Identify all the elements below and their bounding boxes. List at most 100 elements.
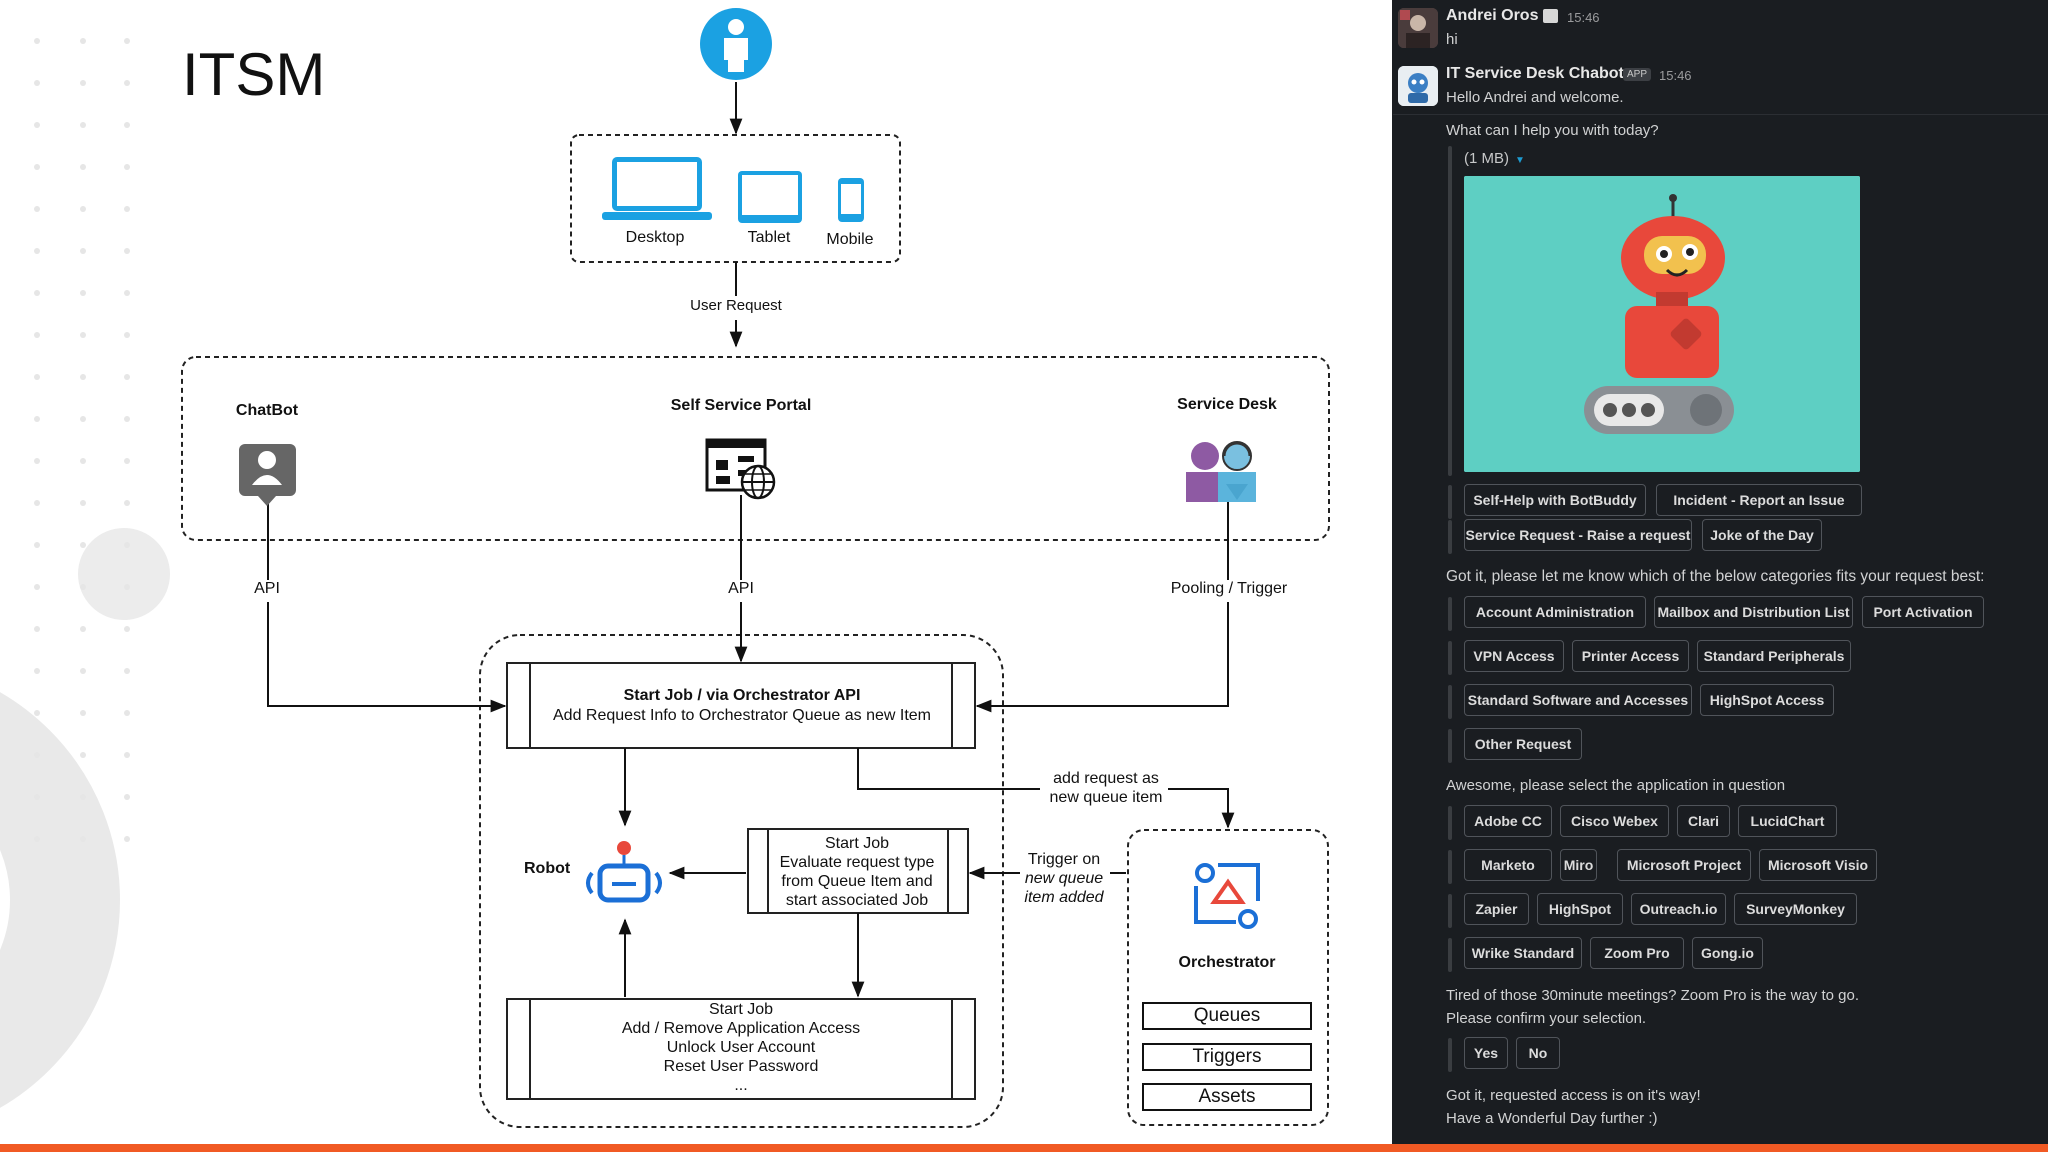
arrow-desk-to-api-box	[975, 602, 1229, 713]
trigger-label: Trigger on new queue item added	[1024, 850, 1103, 907]
menu-button[interactable]: Service Request - Raise a request	[1464, 519, 1692, 551]
category-button[interactable]: Other Request	[1464, 728, 1582, 760]
decorative-dot	[34, 500, 40, 506]
access-job-line2: Unlock User Account	[666, 1039, 816, 1056]
menu-button[interactable]: Incident - Report an Issue	[1656, 484, 1862, 516]
decorative-dot	[80, 206, 86, 212]
app-button[interactable]: Zapier	[1464, 893, 1529, 925]
automation-group	[479, 634, 1004, 1128]
decorative-dot	[34, 38, 40, 44]
app-button[interactable]: Clari	[1677, 805, 1730, 837]
app-badge: APP	[1623, 68, 1652, 81]
category-button[interactable]: Standard Software and Accesses	[1464, 684, 1692, 716]
access-job-text: Start Job Add / Remove Application Acces…	[622, 1000, 860, 1095]
chip-row-quote-bar	[1448, 729, 1452, 763]
app-button[interactable]: LucidChart	[1738, 805, 1837, 837]
page-title: ITSM	[182, 41, 326, 108]
user-request-label: User Request	[687, 297, 785, 314]
chip-row-quote-bar	[1448, 894, 1452, 928]
orchestrator-label: Orchestrator	[1178, 954, 1276, 971]
collapse-caret-icon[interactable]: ▼	[1515, 155, 1525, 166]
decorative-dot	[80, 500, 86, 506]
confirm-text-line2: Please confirm your selection.	[1446, 1010, 1647, 1027]
category-button[interactable]: VPN Access	[1464, 640, 1564, 672]
decorative-dot	[80, 164, 86, 170]
queues-box: Queues	[1142, 1002, 1312, 1030]
chip-row-quote-bar	[1448, 806, 1452, 840]
itsm-diagram: ITSM	[0, 8, 1330, 1140]
decorative-dot	[34, 164, 40, 170]
decorative-dot	[80, 416, 86, 422]
final-text-line1: Got it, requested access is on it's way!	[1446, 1087, 1701, 1104]
menu-button[interactable]: Joke of the Day	[1702, 519, 1822, 551]
bot-avatar[interactable]	[1398, 66, 1438, 106]
app-button[interactable]: Outreach.io	[1631, 893, 1726, 925]
app-button[interactable]: Microsoft Visio	[1759, 849, 1877, 881]
triggers-box: Triggers	[1142, 1043, 1312, 1071]
trigger-line1: Trigger on	[1027, 851, 1101, 868]
category-button[interactable]: Printer Access	[1572, 640, 1689, 672]
decorative-dot	[34, 584, 40, 590]
yes-button[interactable]: Yes	[1464, 1037, 1508, 1069]
message-author[interactable]: IT Service Desk Chabot	[1446, 65, 1624, 82]
chatbot-label: ChatBot	[235, 402, 299, 419]
connector-api-box-to-queue-label	[857, 748, 1040, 790]
app-button[interactable]: Wrike Standard	[1464, 937, 1582, 969]
evaluate-job-line3: start associated Job	[785, 892, 929, 909]
decorative-dot	[124, 458, 130, 464]
access-job-line3: Reset User Password	[663, 1058, 819, 1075]
decorative-dot	[80, 752, 86, 758]
mobile-label: Mobile	[826, 231, 874, 248]
category-button[interactable]: HighSpot Access	[1700, 684, 1834, 716]
decorative-dot	[80, 374, 86, 380]
arrow-chatbot-to-api-box	[267, 602, 507, 713]
decorative-dot	[124, 290, 130, 296]
decorative-dot	[124, 122, 130, 128]
decorative-dot	[124, 374, 130, 380]
message-time[interactable]: 15:46	[1567, 10, 1600, 25]
decorative-dot	[34, 290, 40, 296]
avatar[interactable]	[1398, 8, 1438, 48]
app-button[interactable]: Microsoft Project	[1617, 849, 1751, 881]
chip-row-quote-bar	[1448, 485, 1452, 519]
category-button[interactable]: Account Administration	[1464, 596, 1646, 628]
app-button[interactable]: Adobe CC	[1464, 805, 1552, 837]
app-button[interactable]: HighSpot	[1537, 893, 1623, 925]
tablet-label: Tablet	[747, 229, 791, 246]
decorative-dot	[124, 206, 130, 212]
decorative-dot	[124, 668, 130, 674]
decorative-dot	[124, 794, 130, 800]
category-button[interactable]: Standard Peripherals	[1697, 640, 1851, 672]
decorative-dot	[80, 122, 86, 128]
api-mid-label: API	[728, 580, 754, 597]
categories-prompt: Got it, please let me know which of the …	[1446, 568, 1985, 585]
decorative-dot	[34, 626, 40, 632]
message-time[interactable]: 15:46	[1659, 68, 1692, 83]
decorative-dot	[124, 542, 130, 548]
decorative-dot	[124, 416, 130, 422]
app-button[interactable]: Cisco Webex	[1560, 805, 1669, 837]
app-button[interactable]: SurveyMonkey	[1734, 893, 1857, 925]
evaluate-job-line2: from Queue Item and	[781, 873, 933, 890]
decorative-dot	[34, 836, 40, 842]
robot-image[interactable]	[1464, 176, 1860, 472]
app-button[interactable]: Marketo	[1464, 849, 1552, 881]
app-button[interactable]: Zoom Pro	[1590, 937, 1684, 969]
message-author[interactable]: Andrei Oros	[1446, 7, 1539, 24]
decorative-dot	[80, 668, 86, 674]
user-icon	[700, 8, 772, 80]
status-emoji-icon	[1543, 9, 1558, 23]
no-button[interactable]: No	[1516, 1037, 1560, 1069]
access-job-title: Start Job	[708, 1001, 774, 1018]
app-button[interactable]: Miro	[1560, 849, 1597, 881]
category-button[interactable]: Mailbox and Distribution List	[1654, 596, 1853, 628]
decorative-dot	[80, 38, 86, 44]
category-button[interactable]: Port Activation	[1862, 596, 1984, 628]
menu-button[interactable]: Self-Help with BotBuddy	[1464, 484, 1646, 516]
assets-box: Assets	[1142, 1083, 1312, 1111]
decorative-dot	[80, 836, 86, 842]
app-button[interactable]: Gong.io	[1692, 937, 1763, 969]
chip-row-quote-bar	[1448, 685, 1452, 719]
access-job-line4: ...	[734, 1077, 748, 1094]
add-request-line1: add request as	[1053, 770, 1159, 787]
